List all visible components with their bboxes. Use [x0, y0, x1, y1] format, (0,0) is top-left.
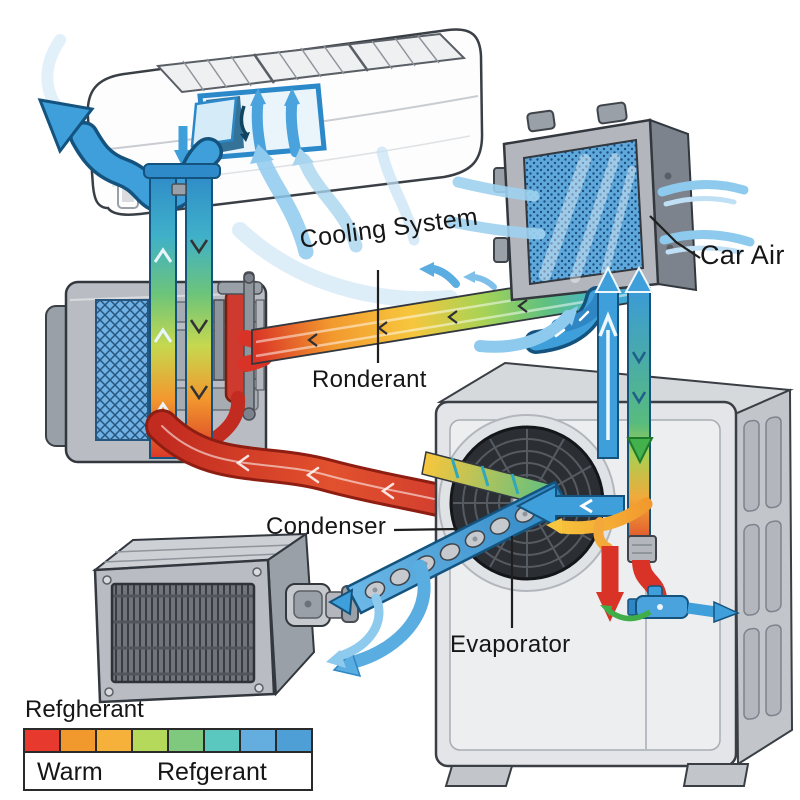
hot-pipe-band: [145, 409, 489, 525]
legend-swatch: [61, 730, 97, 751]
pipe-sleeve: [627, 535, 657, 563]
legend-swatch: [133, 730, 169, 751]
side-vent-slots: [743, 416, 782, 720]
legend-swatch: [169, 730, 205, 751]
compressor-unit: [45, 271, 268, 464]
car-air-label: Car Air: [700, 240, 785, 270]
intake-air-arrows: [250, 88, 420, 260]
legend-label-box: Warm Refgerant: [23, 753, 313, 791]
legend-refrigerant-label: Refgerant: [157, 758, 267, 786]
legend-swatch: [25, 730, 61, 751]
legend-title: Refgherant: [25, 696, 144, 723]
refrigerant-legend: Refgherant Warm Refgerant: [23, 696, 313, 791]
service-valve: [627, 585, 689, 619]
evaporator-label: Evaporator: [450, 631, 571, 658]
car-air-radiator: [446, 101, 755, 354]
indoor-refrigerant-pipes: [143, 163, 221, 463]
legend-swatch: [97, 730, 133, 751]
blower-airflow-arrows: [326, 559, 431, 678]
compressor-mesh-panel: [95, 299, 149, 441]
car-air-vertical-pipes: [594, 265, 654, 559]
radiator-airflow-swooshes: [446, 176, 755, 255]
label-leader-lines: [376, 215, 701, 628]
blower-grille: [110, 582, 256, 684]
radiator-mesh: [522, 138, 645, 286]
legend-warm-label: Warm: [37, 758, 103, 786]
cooling-airflow-arrows: [419, 262, 497, 290]
green-flow-arrow: [626, 437, 654, 465]
refrigerant-line-label: Ronderant: [312, 366, 427, 393]
legend-color-bar: [23, 728, 313, 753]
legend-swatch: [277, 730, 311, 751]
louvre-flap: [190, 96, 238, 148]
condenser-label: Condenser: [266, 513, 387, 540]
outdoor-unit-foot: [444, 765, 514, 787]
outdoor-unit-foot: [682, 763, 750, 787]
blower-unit: [91, 532, 359, 704]
expansion-piping: [327, 451, 740, 624]
legend-swatch: [241, 730, 277, 751]
legend-swatch: [205, 730, 241, 751]
evaporator-pipe: [327, 480, 571, 616]
